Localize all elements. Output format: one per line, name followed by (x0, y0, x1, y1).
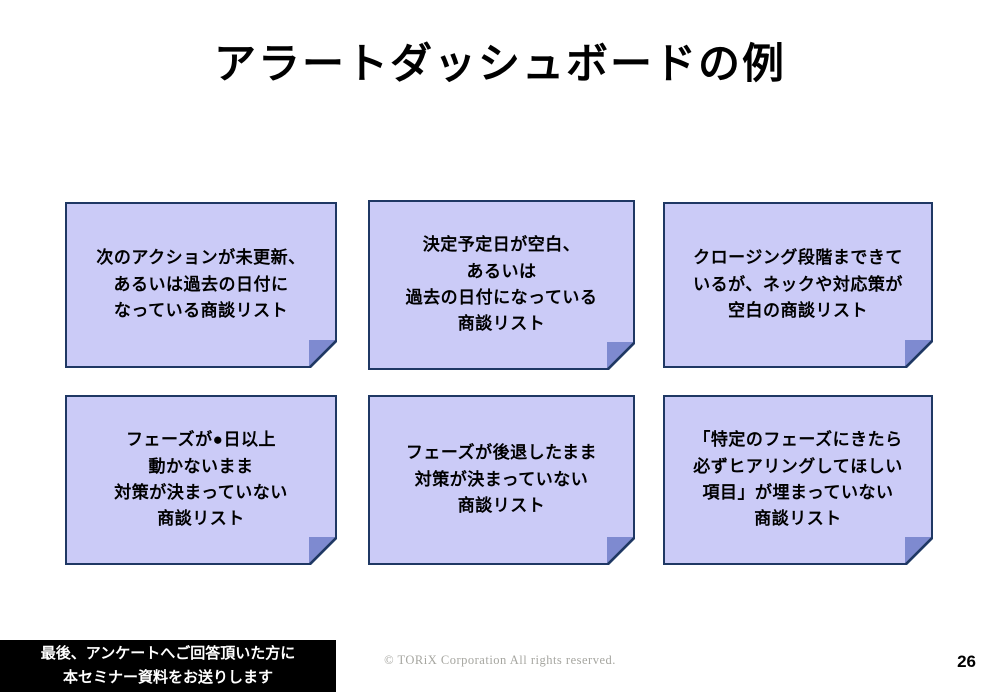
sticky-note: 決定予定日が空白、 あるいは 過去の日付になっている 商談リスト (368, 200, 635, 370)
sticky-note: 次のアクションが未更新、 あるいは過去の日付に なっている商談リスト (65, 202, 337, 368)
sticky-note: クロージング段階まできて いるが、ネックや対応策が 空白の商談リスト (663, 202, 933, 368)
sticky-note-text: 「特定のフェーズにきたら 必ずヒアリングしてほしい 項目」が埋まっていない 商談… (693, 430, 903, 529)
footer-notice: 最後、アンケートへご回答頂いた方に 本セミナー資料をお送りします (0, 640, 336, 692)
sticky-note-fill (67, 397, 335, 563)
sticky-note-fill (665, 204, 931, 366)
sticky-note-fill (370, 397, 633, 563)
sticky-note-text: クロージング段階まできて いるが、ネックや対応策が 空白の商談リスト (693, 248, 903, 321)
sticky-note: 「特定のフェーズにきたら 必ずヒアリングしてほしい 項目」が埋まっていない 商談… (663, 395, 933, 565)
sticky-note: フェーズが●日以上 動かないまま 対策が決まっていない 商談リスト (65, 395, 337, 565)
sticky-note-text: フェーズが●日以上 動かないまま 対策が決まっていない 商談リスト (114, 430, 288, 529)
sticky-note-text: 決定予定日が空白、 あるいは 過去の日付になっている 商談リスト (405, 235, 598, 334)
copyright-text: © TORiX Corporation All rights reserved. (384, 653, 616, 667)
sticky-note: フェーズが後退したまま 対策が決まっていない 商談リスト (368, 395, 635, 565)
sticky-note-fill (665, 397, 931, 563)
sticky-note-text: 次のアクションが未更新、 あるいは過去の日付に なっている商談リスト (96, 248, 306, 321)
page-title: アラートダッシュボードの例 (213, 40, 786, 87)
sticky-note-fill (370, 202, 633, 368)
page-number: 26 (957, 652, 976, 671)
sticky-note-fill (67, 204, 335, 366)
sticky-note-text: フェーズが後退したまま 対策が決まっていない 商談リスト (405, 443, 598, 516)
